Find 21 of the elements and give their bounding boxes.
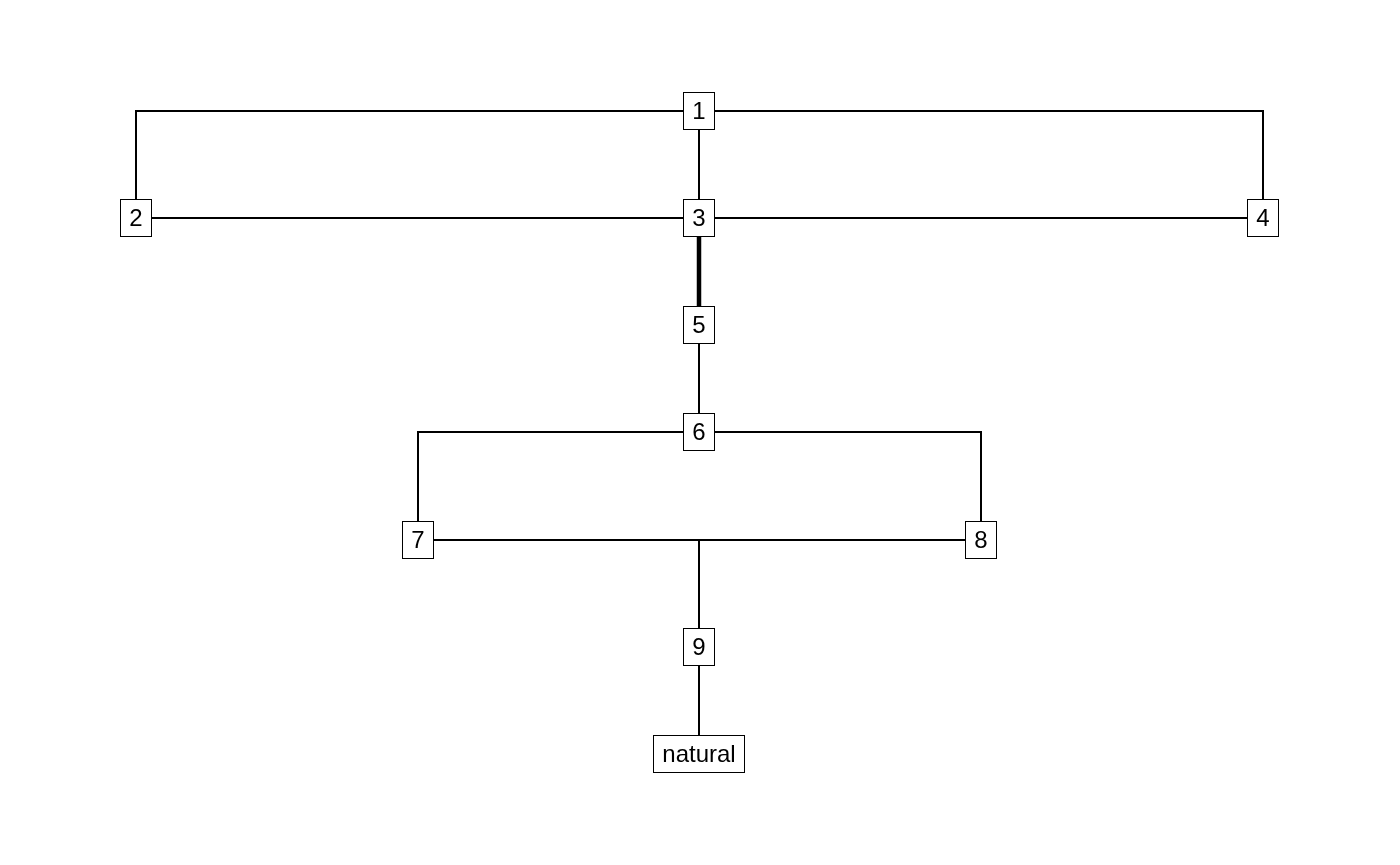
node-box: 6 (683, 413, 715, 451)
node-box: 7 (402, 521, 434, 559)
connector-line (714, 217, 1248, 219)
connector-line (696, 237, 702, 306)
node-box: 1 (683, 92, 715, 130)
connector-line (698, 129, 700, 200)
node-box: 3 (683, 199, 715, 237)
node-box: 9 (683, 628, 715, 666)
connector-line (698, 343, 700, 414)
node-box: natural (653, 735, 745, 773)
connector-line (714, 431, 982, 522)
connector-line (698, 665, 700, 736)
node-box: 5 (683, 306, 715, 344)
node-box: 4 (1247, 199, 1279, 237)
connector-line (698, 539, 966, 629)
node-box: 2 (120, 199, 152, 237)
connector-line (135, 110, 684, 200)
connector-line (151, 217, 684, 219)
connector-line (417, 431, 684, 522)
connector-line (714, 110, 1264, 200)
node-box: 8 (965, 521, 997, 559)
